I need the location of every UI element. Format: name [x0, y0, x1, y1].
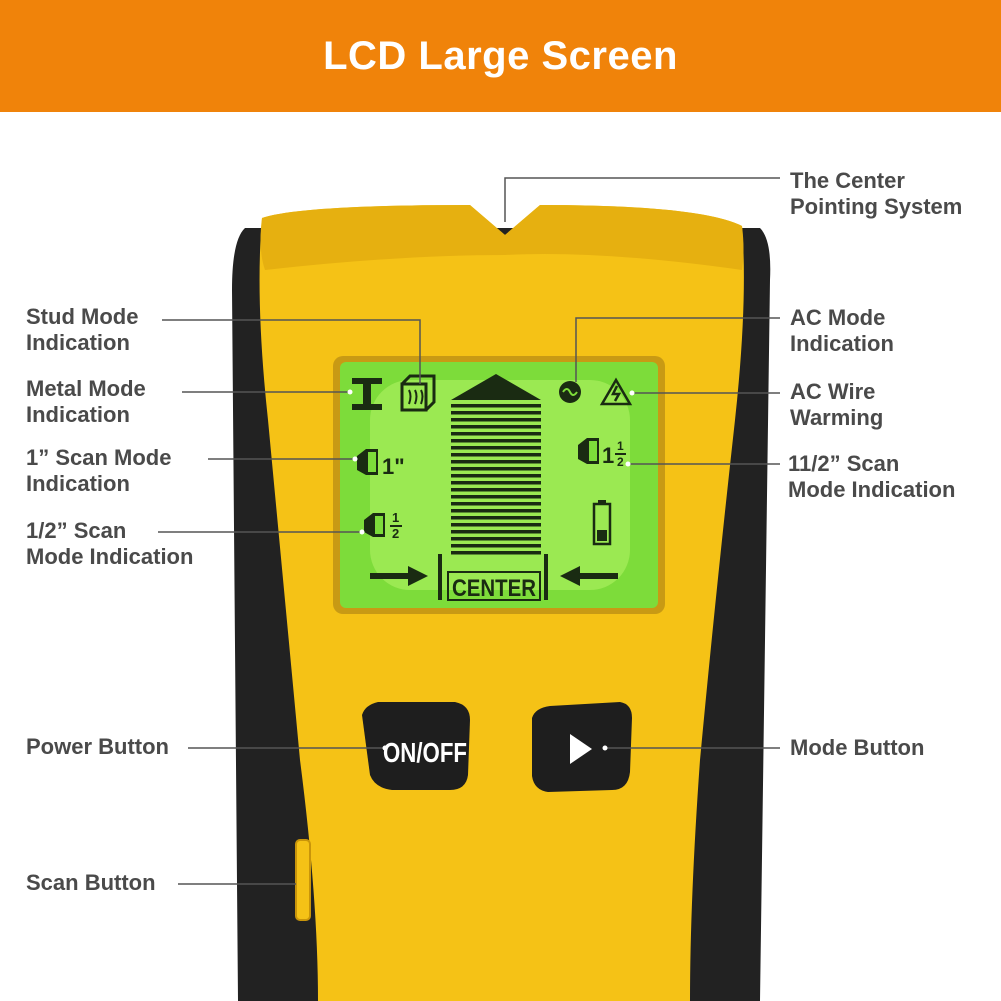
center-bracket-left: [438, 554, 442, 600]
callout-stud-mode: Stud Mode Indication: [26, 304, 139, 355]
header-banner: LCD Large Screen: [0, 0, 1001, 112]
signal-bar: [451, 537, 541, 541]
signal-peak-triangle: [451, 374, 541, 400]
signal-bar: [451, 425, 541, 429]
signal-bar: [451, 544, 541, 548]
scan-button[interactable]: [295, 839, 311, 921]
one-half-inch-num: 1: [617, 439, 624, 453]
signal-bar: [451, 474, 541, 478]
signal-bar: [451, 509, 541, 513]
signal-bar: [451, 446, 541, 450]
one-half-inch-scan-icon: [578, 438, 599, 464]
power-button[interactable]: [362, 702, 470, 790]
signal-bar: [451, 523, 541, 527]
signal-bar: [451, 404, 541, 408]
lcd-center-label: CENTER: [452, 575, 536, 602]
center-bracket-right: [544, 554, 548, 600]
ac-wire-warning-icon: [599, 377, 633, 406]
ac-mode-icon: [559, 381, 581, 403]
callout-metal-mode: Metal Mode Indication: [26, 376, 146, 427]
callout-one-inch-scan: 1” Scan Mode Indication: [26, 445, 172, 496]
one-inch-scan-icon: [357, 449, 378, 475]
half-inch-num: 1: [392, 510, 399, 525]
signal-bar: [451, 467, 541, 471]
signal-bar: [451, 488, 541, 492]
callout-half-inch-scan: 1/2” Scan Mode Indication: [26, 518, 194, 569]
callout-power-button: Power Button: [26, 734, 169, 759]
lcd-glow: [370, 380, 630, 590]
signal-bar: [451, 551, 541, 555]
one-inch-text: 1": [382, 454, 405, 479]
battery-icon: [592, 500, 612, 546]
half-inch-scan-icon: [364, 513, 385, 537]
left-arrow-icon: [370, 566, 428, 586]
signal-bar: [451, 530, 541, 534]
signal-bar: [451, 502, 541, 506]
signal-bar: [451, 481, 541, 485]
power-button-label: ON/OFF: [383, 737, 467, 768]
one-half-inch-whole: 1: [602, 443, 614, 468]
signal-bars: [451, 404, 541, 555]
signal-bar: [451, 411, 541, 415]
signal-bar: [451, 495, 541, 499]
callout-dots: [347, 389, 635, 751]
stud-mode-icon: [400, 374, 436, 412]
signal-bar: [451, 439, 541, 443]
callout-ac-wire: AC Wire Warming: [790, 379, 884, 430]
one-half-inch-den: 2: [617, 455, 624, 469]
signal-bar: [451, 516, 541, 520]
signal-bar: [451, 453, 541, 457]
signal-bar: [451, 418, 541, 422]
signal-bar: [451, 460, 541, 464]
callout-lines: [158, 177, 780, 885]
device-body-shade: [260, 205, 744, 270]
callout-center-pointing: The Center Pointing System: [790, 168, 963, 219]
half-inch-den: 2: [392, 526, 399, 541]
play-triangle-icon: [570, 734, 592, 764]
signal-bar: [451, 432, 541, 436]
half-inch-bar: [390, 525, 402, 527]
right-arrow-icon: [560, 566, 618, 586]
callout-one-half-inch-scan: 11/2” Scan Mode Indication: [788, 451, 956, 502]
metal-mode-icon: [352, 378, 382, 410]
one-half-inch-bar: [615, 453, 626, 455]
banner-title: LCD Large Screen: [323, 33, 678, 78]
callout-mode-button: Mode Button: [790, 735, 925, 760]
center-box: [447, 571, 541, 601]
callout-scan-button: Scan Button: [26, 870, 156, 895]
callout-ac-mode: AC Mode Indication: [790, 305, 894, 356]
